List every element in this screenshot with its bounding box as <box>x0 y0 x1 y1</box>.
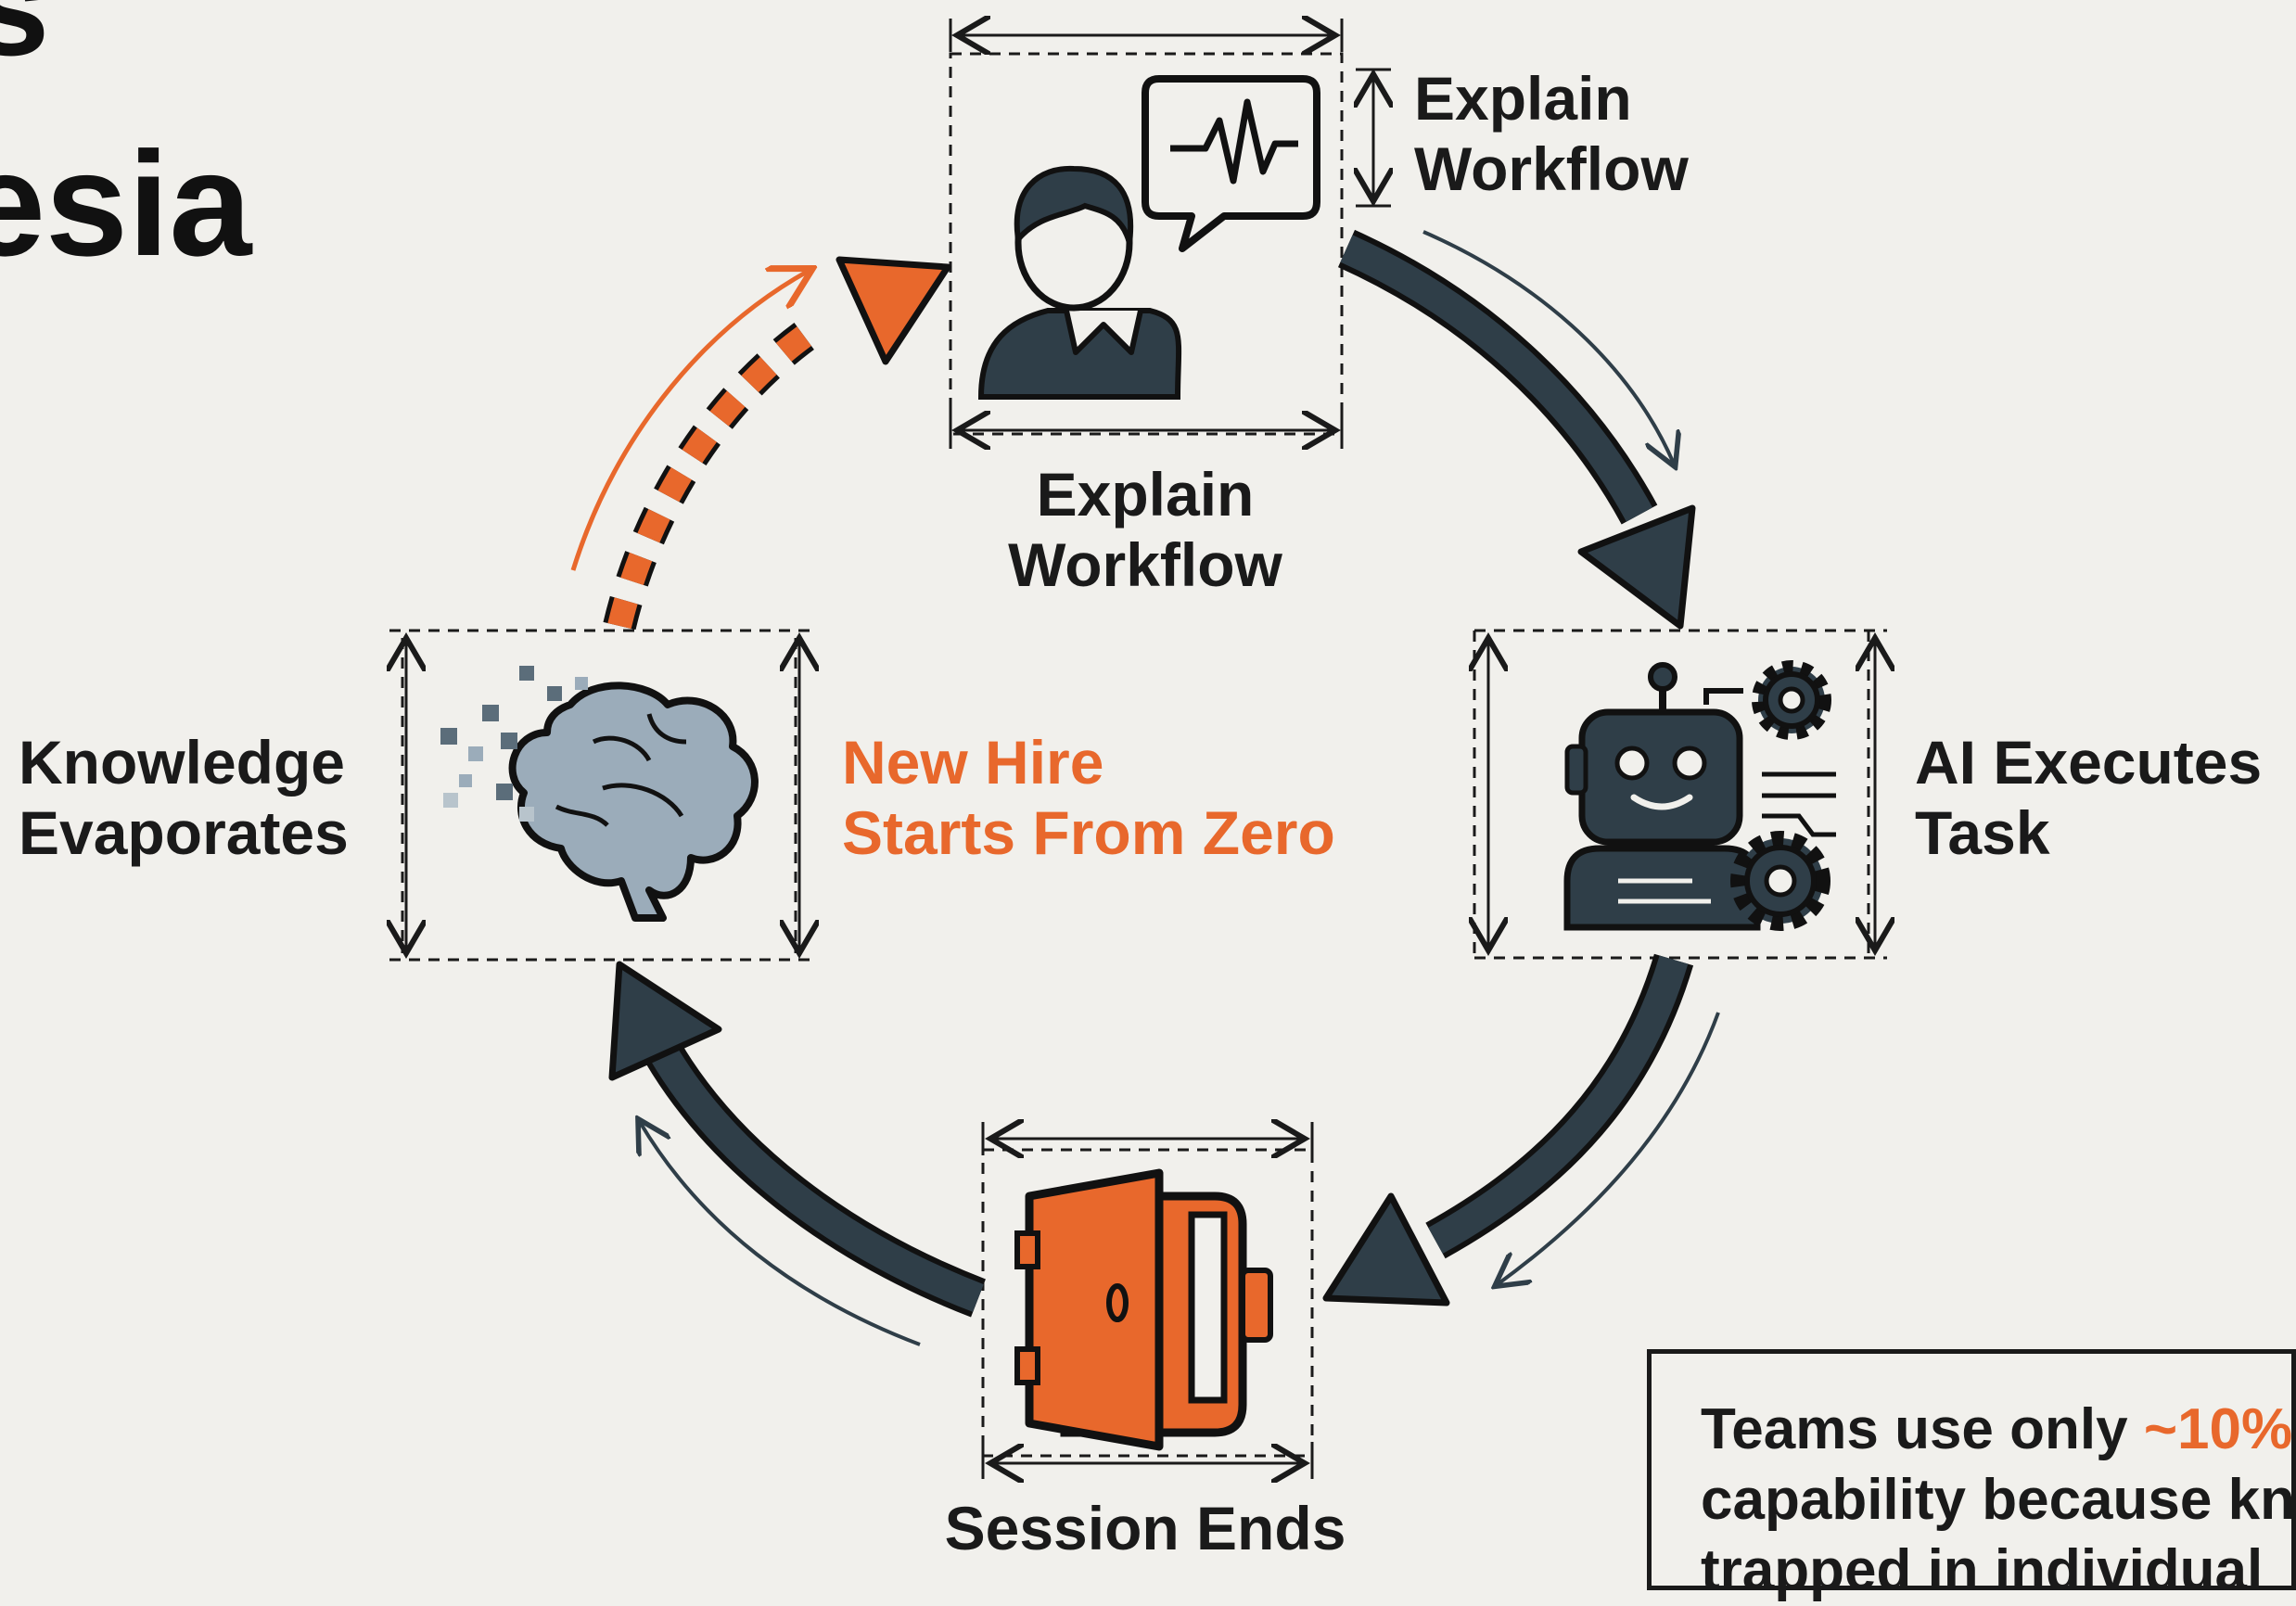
door-icon <box>1014 1168 1273 1451</box>
cycle-arrow-bottom-to-left <box>608 961 986 1318</box>
left-label-line1: Knowledge <box>19 728 346 797</box>
left-label: Knowledge Evaporates <box>19 727 349 868</box>
bottom-width-dimension-top <box>981 1122 1314 1155</box>
top-side-label-line2: Workflow <box>1414 134 1689 203</box>
top-below-label-line1: Explain <box>1036 460 1255 529</box>
right-node <box>1474 629 1887 960</box>
callout-highlight: ~10% <box>2143 1397 2293 1461</box>
thin-arrow-bottom-left <box>640 1122 921 1346</box>
bottom-label: Session Ends <box>944 1494 1346 1562</box>
speech-bubble-icon <box>1142 75 1320 252</box>
left-label-line2: Evaporates <box>19 798 349 867</box>
callout-line3: trapped in individual <box>1701 1538 2264 1602</box>
callout-line1: Teams use only ~10% <box>1701 1395 2293 1465</box>
center-label-line1: New Hire <box>842 728 1104 797</box>
dashed-arrow-left-to-top <box>603 256 951 631</box>
top-side-label: Explain Workflow <box>1414 63 1689 204</box>
cycle-arrow-right-to-bottom <box>1322 953 1694 1306</box>
right-label: AI Executes Task <box>1915 727 2262 868</box>
callout-line1-prefix: Teams use only <box>1701 1397 2144 1461</box>
robot-icon <box>1563 662 1836 931</box>
right-label-line2: Task <box>1915 798 2050 867</box>
bottom-node <box>981 1122 1314 1479</box>
thin-arrow-left-top <box>570 271 809 571</box>
top-height-dimension <box>1356 68 1391 208</box>
top-bottom-dimension <box>949 408 1344 449</box>
cycle-diagram <box>0 0 2277 1559</box>
top-below-label-line2: Workflow <box>1008 530 1282 599</box>
center-label: New Hire Starts From Zero <box>842 727 1335 868</box>
brain-icon <box>440 666 759 922</box>
person-icon <box>977 165 1182 400</box>
title-fragment-top: s <box>0 0 50 84</box>
thin-arrow-top-right <box>1422 230 1674 464</box>
gear-icon <box>1752 660 1831 740</box>
title-fragment-bottom: esia <box>0 121 252 287</box>
top-node <box>949 19 1391 449</box>
cycle-arrow-top-to-right <box>1337 229 1696 630</box>
thin-arrow-right-bottom <box>1498 1012 1720 1284</box>
pixel-particles <box>440 666 588 822</box>
left-node <box>389 629 816 962</box>
gear-icon <box>1730 831 1830 931</box>
bottom-width-dimension-bottom <box>981 1442 1314 1479</box>
stat-callout: Teams use only ~10% capability because k… <box>1647 1349 2296 1602</box>
top-below-label: Explain Workflow <box>960 459 1331 600</box>
right-label-line1: AI Executes <box>1915 728 2263 797</box>
top-side-label-line1: Explain <box>1414 64 1632 133</box>
top-width-dimension <box>949 19 1344 52</box>
callout-line2: capability because kn <box>1701 1468 2295 1532</box>
center-label-line2: Starts From Zero <box>842 798 1335 867</box>
